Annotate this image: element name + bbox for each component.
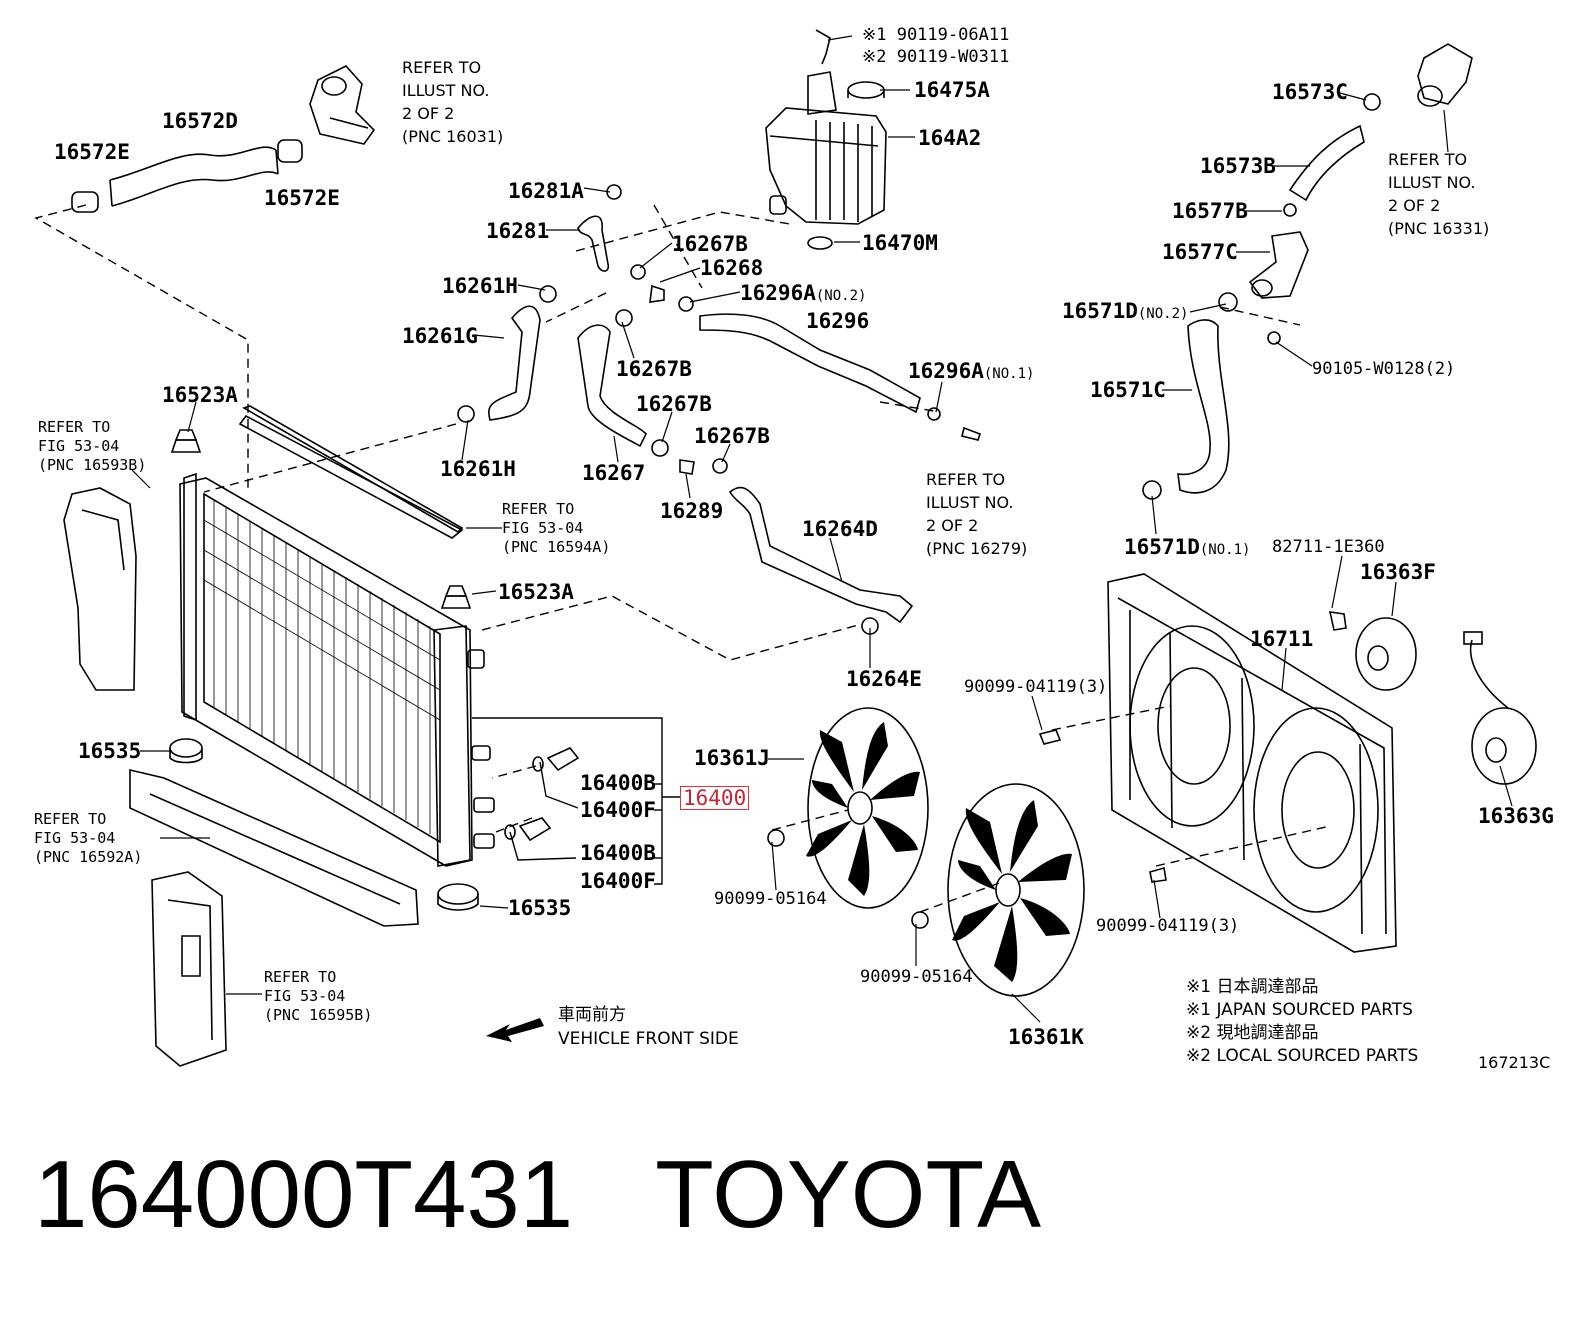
water-outlet <box>309 65 376 145</box>
fan-16361K <box>947 783 1085 997</box>
label-16363F: 16363F <box>1360 560 1436 584</box>
fan-shroud <box>1107 573 1397 953</box>
upper-air-guide <box>238 405 464 539</box>
label-90105-W0128: 90105-W0128(2) <box>1312 359 1456 379</box>
label-16523A-top: 16523A <box>162 383 238 407</box>
label-16267B-4: 16267B <box>694 424 770 448</box>
label-16523A-mid: 16523A <box>498 580 574 604</box>
ref-pnc-16031: REFER TO ILLUST NO. 2 OF 2 (PNC 16031) <box>402 58 504 146</box>
label-16572E-right: 16572E <box>264 186 340 210</box>
label-90099-05164-right: 90099-05164 <box>860 967 973 987</box>
ref-pnc-16593B: REFER TO FIG 53-04 (PNC 16593B) <box>38 418 147 474</box>
label-16261G: 16261G <box>402 324 478 348</box>
label-16572E-left: 16572E <box>54 140 130 164</box>
bypass-hoses <box>488 124 1365 624</box>
label-16573C: 16573C <box>1272 80 1348 104</box>
left-side-seals <box>63 487 227 1067</box>
part-16400-bracket <box>472 717 680 885</box>
label-16571D-no2: 16571D(NO.2) <box>1062 299 1189 323</box>
suffix-no1: (NO.1) <box>983 366 1035 382</box>
label-16470M: 16470M <box>862 231 938 255</box>
bolt-callout-2: ※2 90119-W0311 <box>862 47 1010 67</box>
parts-diagram <box>34 29 1537 1067</box>
label-16361J: 16361J <box>694 746 770 770</box>
brand-name: TOYOTA <box>655 1141 1041 1248</box>
label-16281: 16281 <box>486 219 550 243</box>
label-illustration-number: 167213C <box>1478 1053 1551 1072</box>
label-16400-highlighted: 16400 <box>680 786 750 810</box>
label-16711: 16711 <box>1250 627 1314 651</box>
label-16296A-no1: 16296A(NO.1) <box>908 359 1035 383</box>
lower-air-guide <box>129 738 479 927</box>
dashed-reference-lines <box>34 204 1331 913</box>
label-16281A: 16281A <box>508 179 584 203</box>
ref-pnc-16279: REFER TO ILLUST NO. 2 OF 2 (PNC 16279) <box>926 470 1028 558</box>
label-16363G: 16363G <box>1478 804 1554 828</box>
label-164A2: 164A2 <box>918 126 982 150</box>
direction-jp: 車両前方 <box>558 1005 626 1025</box>
suffix-no2: (NO.2) <box>1137 306 1189 322</box>
fan-motors <box>1328 611 1537 785</box>
caption: 164000T431 TOYOTA <box>34 1140 1123 1250</box>
note-local-sourced-jp: ※2 現地調達部品 <box>1186 1023 1319 1043</box>
bolt-callout-1: ※1 90119-06A11 <box>862 25 1010 45</box>
ref-pnc-16331: REFER TO ILLUST NO. 2 OF 2 (PNC 16331) <box>1388 150 1490 238</box>
label-90099-05164-left: 90099-05164 <box>714 889 827 909</box>
note-japan-sourced-jp: ※1 日本調達部品 <box>1186 977 1319 997</box>
label-16400B-2: 16400B <box>580 841 656 865</box>
direction-en: VEHICLE FRONT SIDE <box>558 1029 739 1049</box>
label-16535-bottom: 16535 <box>508 896 572 920</box>
label-90099-04119-bottom: 90099-04119(3) <box>1096 916 1240 936</box>
label-16267: 16267 <box>582 461 646 485</box>
clamps <box>457 93 1381 635</box>
label-16264D: 16264D <box>802 517 878 541</box>
label-16261H-bottom: 16261H <box>440 457 516 481</box>
label-16475A: 16475A <box>914 78 990 102</box>
drain-cock-parts <box>504 747 580 842</box>
label-90099-04119-top: 90099-04119(3) <box>964 677 1108 697</box>
part-number: 164000T431 <box>34 1141 574 1248</box>
label-16296: 16296 <box>806 309 870 333</box>
label-16261H-top: 16261H <box>442 274 518 298</box>
water-inlet <box>1248 43 1473 345</box>
suffix-no2: (NO.2) <box>815 288 867 304</box>
upper-radiator-hose <box>71 139 303 213</box>
label-16296A-no2: 16296A(NO.2) <box>740 281 867 305</box>
label-16577B: 16577B <box>1172 199 1248 223</box>
ref-pnc-16594A: REFER TO FIG 53-04 (PNC 16594A) <box>502 500 611 556</box>
label-16572D: 16572D <box>162 109 238 133</box>
ref-pnc-16592A: REFER TO FIG 53-04 (PNC 16592A) <box>34 810 143 866</box>
ref-pnc-16595B: REFER TO FIG 53-04 (PNC 16595B) <box>264 968 373 1024</box>
radiator-support-cushions <box>170 429 472 609</box>
vehicle-front-arrow <box>486 1018 544 1042</box>
suffix-no1: (NO.1) <box>1199 542 1251 558</box>
leader-lines <box>131 35 1513 1023</box>
label-16267B-3: 16267B <box>636 392 712 416</box>
radiator-assembly <box>179 472 495 867</box>
label-16361K: 16361K <box>1008 1025 1084 1049</box>
label-16400F-1: 16400F <box>580 798 656 822</box>
label-16571C: 16571C <box>1090 378 1166 402</box>
label-16267B-2: 16267B <box>616 357 692 381</box>
reservoir-tank <box>765 29 887 250</box>
label-16573B: 16573B <box>1200 154 1276 178</box>
note-japan-sourced-en: ※1 JAPAN SOURCED PARTS <box>1186 1000 1413 1020</box>
label-16577C: 16577C <box>1162 240 1238 264</box>
fasteners <box>767 729 1167 929</box>
label-16400F-2: 16400F <box>580 869 656 893</box>
label-16268: 16268 <box>700 256 764 280</box>
label-16264E: 16264E <box>846 667 922 691</box>
label-82711-1E360: 82711-1E360 <box>1272 537 1385 557</box>
fan-16361J <box>806 707 929 909</box>
label-16400B-1: 16400B <box>580 771 656 795</box>
label-16535-top: 16535 <box>78 739 142 763</box>
label-16267B-1: 16267B <box>672 232 748 256</box>
label-16571D-no1: 16571D(NO.1) <box>1124 535 1251 559</box>
label-16289: 16289 <box>660 499 724 523</box>
note-local-sourced-en: ※2 LOCAL SOURCED PARTS <box>1186 1046 1419 1066</box>
